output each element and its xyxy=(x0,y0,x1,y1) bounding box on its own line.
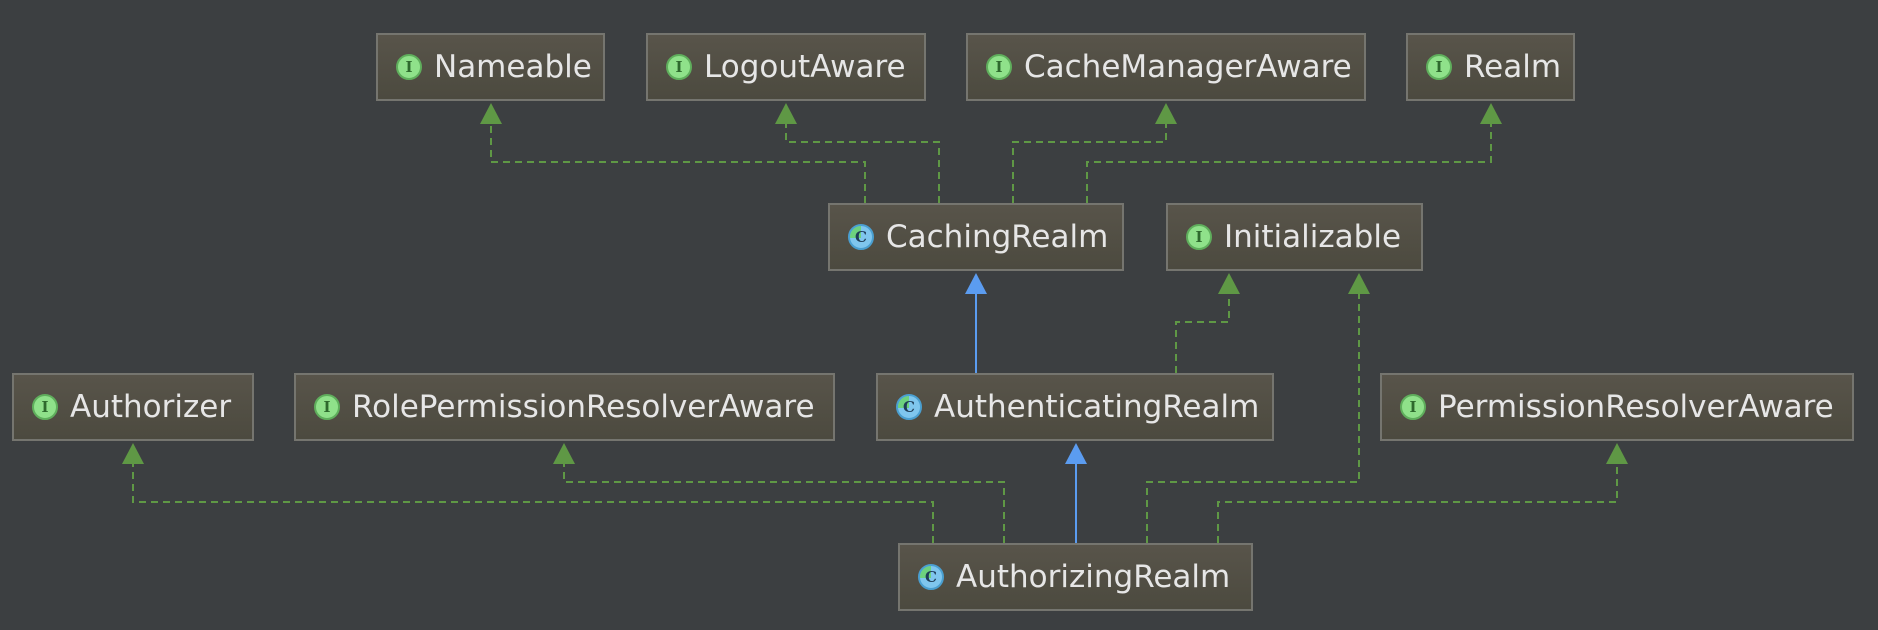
edge-line xyxy=(1217,452,1618,543)
interface-icon: I xyxy=(1400,394,1426,420)
arrowhead-icon xyxy=(1155,103,1177,124)
arrowhead-icon xyxy=(480,103,502,124)
node-label: AuthorizingRealm xyxy=(956,559,1231,595)
node-logoutaware[interactable]: I LogoutAware xyxy=(646,33,926,101)
arrowhead-icon xyxy=(1480,103,1502,124)
arrowhead-icon xyxy=(122,443,144,464)
edge-authorizingrealm-authorizer xyxy=(122,443,934,543)
edge-authenticatingrealm-cachingrealm xyxy=(965,273,987,373)
edge-line xyxy=(490,112,866,203)
abstract-class-icon: C xyxy=(848,224,874,250)
interface-icon: I xyxy=(666,54,692,80)
edge-authorizingrealm-authenticatingrealm xyxy=(1065,443,1087,543)
edge-cachingrealm-cachemanageraware xyxy=(1012,103,1177,203)
arrowhead-icon xyxy=(1606,443,1628,464)
edge-authorizingrealm-permissionresolveraware xyxy=(1217,443,1628,543)
edge-line xyxy=(132,452,934,543)
edge-line xyxy=(1086,112,1492,203)
node-nameable[interactable]: I Nameable xyxy=(376,33,605,101)
edge-line xyxy=(785,112,940,203)
arrowhead-icon xyxy=(553,443,575,464)
edge-cachingrealm-logoutaware xyxy=(775,103,940,203)
node-cachemanageraware[interactable]: I CacheManagerAware xyxy=(966,33,1366,101)
edge-authorizingrealm-initializable xyxy=(1146,273,1370,543)
node-label: RolePermissionResolverAware xyxy=(352,389,815,425)
arrowhead-icon xyxy=(775,103,797,124)
node-permissionresolveraware[interactable]: I PermissionResolverAware xyxy=(1380,373,1854,441)
node-label: Realm xyxy=(1464,49,1562,85)
edge-cachingrealm-nameable xyxy=(480,103,866,203)
arrowhead-icon xyxy=(1348,273,1370,294)
edge-line xyxy=(1146,282,1360,543)
edge-line xyxy=(563,452,1005,543)
node-authenticatingrealm[interactable]: C AuthenticatingRealm xyxy=(876,373,1274,441)
edge-authorizingrealm-rolepermissionresolveraware xyxy=(553,443,1005,543)
arrowhead-icon xyxy=(965,273,987,294)
arrowhead-icon xyxy=(1065,443,1087,464)
edge-authenticatingrealm-initializable xyxy=(1175,273,1240,373)
node-label: LogoutAware xyxy=(704,49,906,85)
edge-line xyxy=(1175,282,1230,373)
node-realm[interactable]: I Realm xyxy=(1406,33,1575,101)
node-label: AuthenticatingRealm xyxy=(934,389,1260,425)
arrowhead-icon xyxy=(1218,273,1240,294)
node-label: Nameable xyxy=(434,49,592,85)
interface-icon: I xyxy=(986,54,1012,80)
interface-icon: I xyxy=(396,54,422,80)
interface-icon: I xyxy=(32,394,58,420)
node-authorizingrealm[interactable]: C AuthorizingRealm xyxy=(898,543,1253,611)
node-initializable[interactable]: I Initializable xyxy=(1166,203,1423,271)
edge-cachingrealm-realm xyxy=(1086,103,1502,203)
node-label: Authorizer xyxy=(70,389,232,425)
node-label: PermissionResolverAware xyxy=(1438,389,1834,425)
node-label: CachingRealm xyxy=(886,219,1109,255)
edge-line xyxy=(1012,112,1167,203)
node-authorizer[interactable]: I Authorizer xyxy=(12,373,254,441)
interface-icon: I xyxy=(1426,54,1452,80)
interface-icon: I xyxy=(314,394,340,420)
node-label: Initializable xyxy=(1224,219,1402,255)
abstract-class-icon: C xyxy=(918,564,944,590)
abstract-class-icon: C xyxy=(896,394,922,420)
node-rolepermissionresolveraware[interactable]: I RolePermissionResolverAware xyxy=(294,373,835,441)
interface-icon: I xyxy=(1186,224,1212,250)
node-label: CacheManagerAware xyxy=(1024,49,1352,85)
node-cachingrealm[interactable]: C CachingRealm xyxy=(828,203,1124,271)
